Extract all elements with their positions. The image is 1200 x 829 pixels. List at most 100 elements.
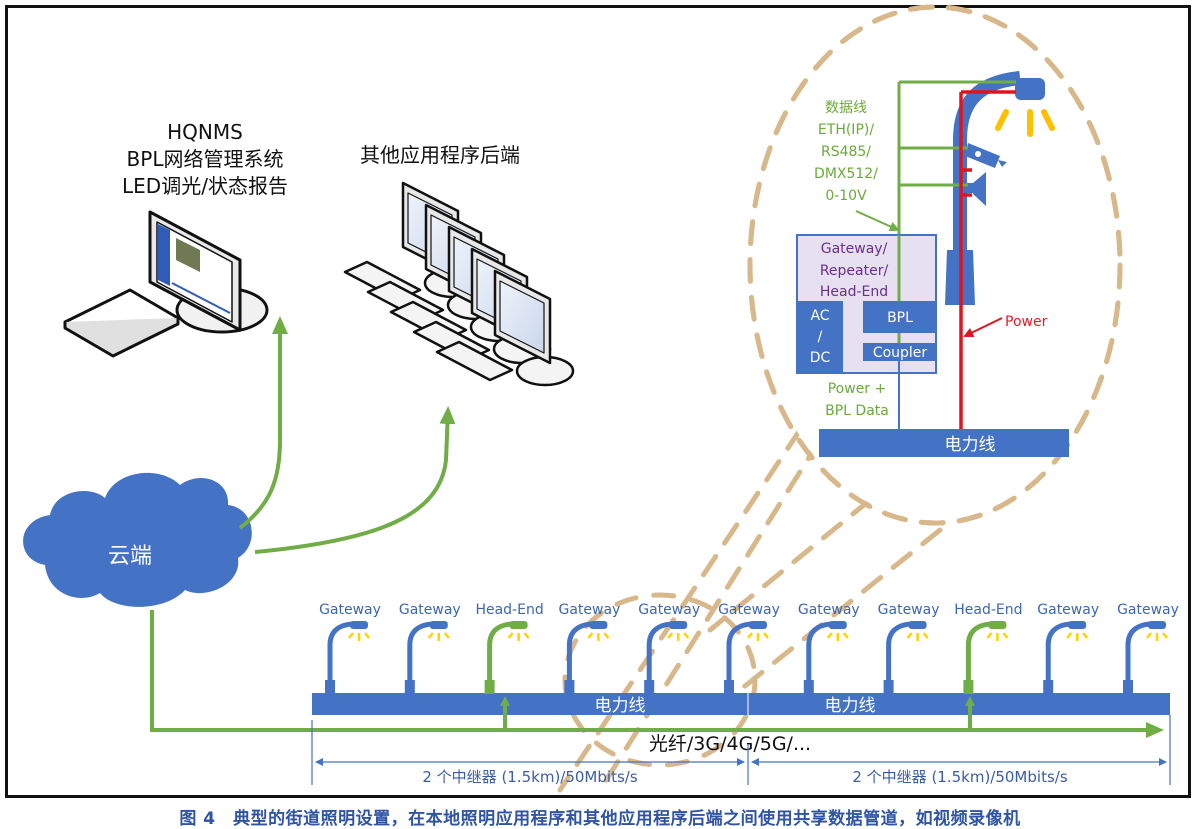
gateway-lamp: Gateway bbox=[718, 602, 780, 694]
arrow-cloud-to-backend bbox=[254, 406, 456, 554]
data-line-eth: ETH(IP)/ bbox=[818, 122, 874, 138]
lamp-label: Gateway bbox=[798, 602, 860, 618]
lamp-head bbox=[908, 621, 927, 629]
lamp-pole bbox=[327, 621, 353, 683]
cloud-label: 云端 bbox=[108, 544, 152, 569]
acdc-line2: / bbox=[818, 329, 823, 345]
lamp-base bbox=[644, 680, 655, 694]
gateway-lamp: Gateway bbox=[1037, 602, 1099, 694]
callout-ellipse-border bbox=[747, 4, 1123, 526]
powerline-bar bbox=[312, 693, 1170, 715]
arrow-cloud-backhaul bbox=[150, 610, 1164, 738]
lamp-base bbox=[1123, 680, 1133, 694]
gateway-lamp: Gateway bbox=[1117, 602, 1179, 694]
gateway-lamp: Gateway bbox=[558, 602, 620, 694]
data-line-pointer bbox=[855, 210, 900, 232]
lamp-pole bbox=[886, 621, 911, 683]
light-rays-icon bbox=[507, 632, 530, 641]
lamp-head bbox=[988, 621, 1007, 629]
data-line-dmx512: DMX512/ bbox=[814, 166, 878, 182]
lamp-base bbox=[724, 680, 734, 694]
speaker-icon bbox=[966, 172, 986, 206]
detail-power-lines bbox=[959, 90, 1016, 430]
gateway-lamp: Gateway bbox=[638, 602, 700, 694]
power-data-line1: Power + bbox=[828, 381, 887, 397]
powerline-label-1: 电力线 bbox=[595, 696, 646, 716]
gateway-box bbox=[796, 234, 937, 374]
lamp-label: Gateway bbox=[878, 602, 940, 618]
segment-dimensions bbox=[311, 715, 1171, 785]
hqnms-title: HQNMS bbox=[167, 120, 243, 144]
detail-data-lines bbox=[897, 80, 1016, 234]
light-rays-icon bbox=[906, 632, 929, 641]
lamp-label: Gateway bbox=[1117, 602, 1179, 618]
headend-lamp: Head-End bbox=[954, 602, 1023, 694]
headend-lamp: Head-End bbox=[475, 602, 544, 694]
server-farm-icon bbox=[343, 181, 575, 387]
lamp-pole bbox=[646, 621, 672, 683]
hqnms-subtitle: BPL网络管理系统 bbox=[127, 147, 284, 171]
coupler-label: Coupler bbox=[873, 345, 928, 361]
power-data-line2: BPL Data bbox=[825, 403, 889, 419]
lamp-pole bbox=[1125, 621, 1151, 683]
detail-powerline-bar bbox=[819, 429, 1069, 457]
lamp-head bbox=[828, 621, 847, 629]
gateway-lamp: Gateway bbox=[878, 602, 940, 694]
gateway-box-line1: Gateway/ bbox=[821, 241, 888, 257]
light-rays-icon bbox=[427, 632, 450, 641]
data-line-rs485: RS485/ bbox=[821, 144, 871, 160]
lamp-head bbox=[350, 621, 368, 629]
detail-light-rays-icon bbox=[995, 109, 1055, 137]
segment-label-1: 2 个中继器 (1.5km)/50Mbits/s bbox=[422, 768, 637, 786]
lamp-head bbox=[1068, 621, 1087, 629]
powerline-label-2: 电力线 bbox=[825, 696, 876, 716]
lamp-label: Head-End bbox=[475, 602, 543, 618]
keyboard-icon bbox=[435, 340, 514, 382]
lamp-pole bbox=[965, 621, 991, 683]
gateway-lamp: Gateway bbox=[319, 602, 381, 694]
light-rays-icon bbox=[986, 632, 1009, 641]
lamp-label: Head-End bbox=[954, 602, 1022, 618]
light-rays-icon bbox=[587, 632, 610, 641]
camera-icon bbox=[965, 143, 1007, 168]
lamp-label: Gateway bbox=[558, 602, 620, 618]
segment-label-2: 2 个中继器 (1.5km)/50Mbits/s bbox=[852, 768, 1067, 786]
callout-line-right-outer bbox=[737, 527, 943, 693]
arrow-cloud-to-hqnms bbox=[238, 316, 288, 530]
figure-caption: 图 4 典型的街道照明设置，在本地照明应用程序和其他应用程序后端之间使用共享数据… bbox=[179, 809, 1021, 829]
lamp-pole bbox=[1045, 621, 1071, 683]
hqnms-function: LED调光/状态报告 bbox=[122, 174, 288, 198]
power-pointer bbox=[963, 317, 1003, 337]
lamp-base bbox=[404, 680, 415, 694]
detail-powerline-label: 电力线 bbox=[945, 435, 996, 455]
monitor-screen bbox=[499, 280, 545, 354]
light-rays-icon bbox=[667, 632, 690, 641]
lamp-head bbox=[749, 621, 767, 629]
lamp-head bbox=[589, 621, 608, 629]
light-rays-icon bbox=[348, 632, 370, 641]
callout-line-right-inner bbox=[707, 497, 873, 633]
cloud-icon bbox=[23, 472, 252, 607]
light-rays-icon bbox=[1146, 632, 1168, 641]
lamp-base bbox=[963, 680, 974, 694]
acdc-line3: DC bbox=[810, 350, 831, 366]
gateway-box-line3: Head-End bbox=[820, 284, 888, 300]
lamp-label: Gateway bbox=[718, 602, 780, 618]
lamp-base bbox=[564, 680, 575, 694]
lamp-label: Gateway bbox=[319, 602, 381, 618]
lamp-label: Gateway bbox=[399, 602, 461, 618]
gateway-lamp: Gateway bbox=[798, 602, 860, 694]
other-backend-label: 其他应用程序后端 bbox=[360, 143, 520, 167]
lamp-base bbox=[803, 680, 814, 694]
light-rays-icon bbox=[1066, 632, 1089, 641]
gateway-lamp: Gateway bbox=[399, 602, 461, 694]
lamp-head bbox=[429, 621, 448, 629]
data-line-title: 数据线 bbox=[825, 100, 867, 116]
light-rays-icon bbox=[826, 632, 849, 641]
lamp-head bbox=[669, 621, 688, 629]
lamp-head bbox=[509, 621, 528, 629]
acdc-line1: AC bbox=[810, 308, 829, 324]
street-lamps: Gateway Gateway Head-End Gateway Gateway Gate… bbox=[319, 602, 1179, 694]
lamp-label: Gateway bbox=[1037, 602, 1099, 618]
